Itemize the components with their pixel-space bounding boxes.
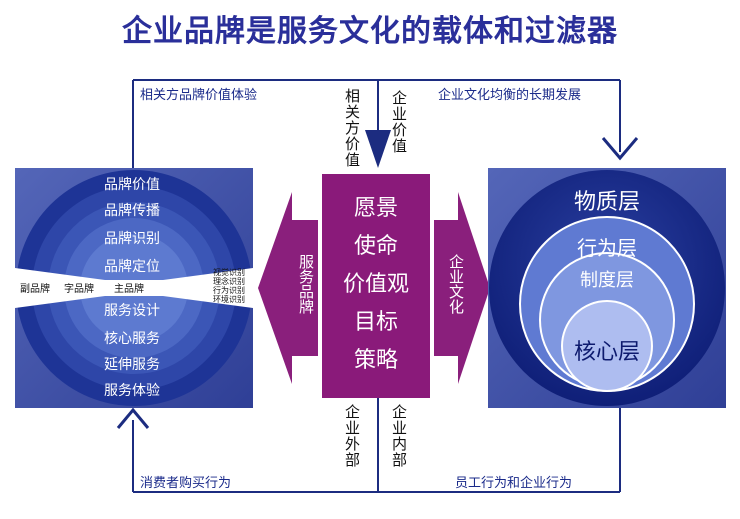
ring-label: 品牌定位	[104, 259, 160, 275]
center-item-strategy: 策略	[353, 348, 398, 373]
band-label-concept-id: 理念识别	[213, 277, 245, 286]
band-label-behavior-id: 行为识别	[213, 286, 245, 295]
center-item-vision: 愿景	[353, 196, 398, 221]
ring-label: 品牌价值	[104, 177, 160, 193]
arrow-down-center	[365, 130, 391, 168]
layer-label-material: 物质层	[573, 190, 640, 215]
label-stakeholder-value: 相关方价值	[343, 88, 361, 168]
arrow-up-left	[116, 407, 150, 429]
band-label-main-brand: 主品牌	[114, 284, 144, 295]
loop-label-bottom-right: 员工行为和企业行为	[455, 476, 573, 491]
arrow-right	[434, 192, 490, 384]
band-label-environment-id: 环境识别	[213, 295, 245, 304]
arrow-left	[258, 192, 318, 384]
band-label-visual-id: 视觉识别	[213, 268, 245, 277]
center-box	[322, 174, 430, 398]
label-internal: 企业内部	[390, 404, 408, 468]
layer-label-system: 制度层	[580, 270, 634, 291]
band-label-word-brand: 字品牌	[64, 284, 94, 295]
arrow-down-right	[601, 137, 639, 161]
ring-label: 服务体验	[104, 383, 160, 399]
band-label-sub-brand: 副品牌	[20, 284, 50, 295]
ring-label: 服务设计	[104, 303, 160, 319]
label-external: 企业外部	[343, 404, 361, 468]
label-enterprise-value: 企业价值	[390, 90, 408, 154]
arrow-label-culture: 企业文化	[447, 254, 465, 314]
loop-lines	[132, 79, 621, 493]
arrow-label-service-brand: 服务品牌	[297, 254, 315, 314]
ring-label: 延伸服务	[104, 357, 160, 373]
page-title: 企业品牌是服务文化的载体和过滤器	[122, 14, 618, 49]
layer-label-core: 核心层	[573, 340, 640, 365]
loop-label-top-left: 相关方品牌价值体验	[140, 88, 258, 103]
loop-label-top-right: 企业文化均衡的长期发展	[438, 88, 582, 103]
center-item-values: 价值观	[342, 272, 409, 297]
center-item-mission: 使命	[353, 234, 398, 259]
loop-label-bottom-left: 消费者购买行为	[140, 476, 232, 491]
ring-label: 品牌识别	[104, 231, 160, 247]
brand-panel	[15, 168, 253, 408]
ring-label: 核心服务	[104, 331, 160, 347]
brand-band	[15, 268, 253, 308]
ring-label: 品牌传播	[104, 203, 160, 219]
center-item-goals: 目标	[353, 310, 398, 335]
layer-label-behavior: 行为层	[577, 236, 637, 260]
culture-panel	[488, 168, 726, 408]
